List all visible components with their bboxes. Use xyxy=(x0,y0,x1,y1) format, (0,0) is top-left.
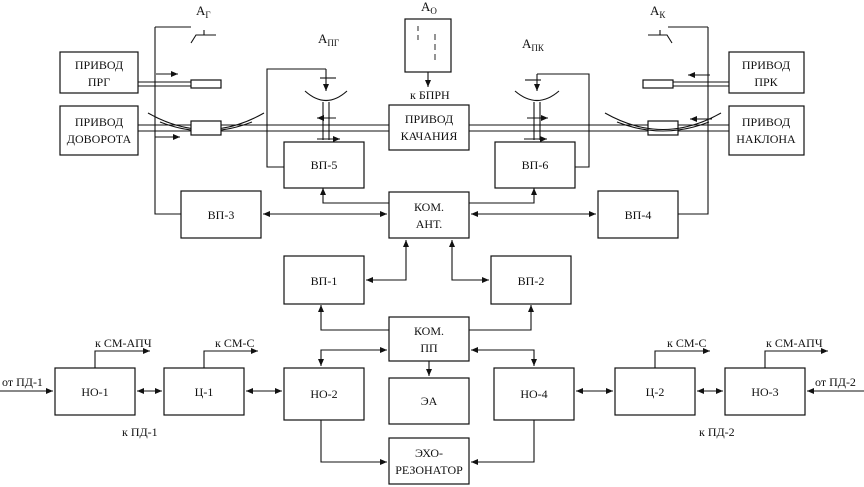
link-vp1-komant xyxy=(366,240,409,283)
antenna-label-ao: АО xyxy=(421,0,437,16)
block-vp2 xyxy=(490,255,572,305)
block-vp5-label: ВП-5 xyxy=(311,158,338,172)
block-c1-label: Ц-1 xyxy=(195,385,214,399)
shaft-dovorota xyxy=(138,120,389,140)
wire-apg-vp5 xyxy=(266,68,326,168)
block-vp2-label: ВП-2 xyxy=(518,274,545,288)
block-no3 xyxy=(724,367,806,416)
block-privod-naklona-line2: НАКЛОНА xyxy=(736,132,796,146)
block-ea xyxy=(388,377,470,425)
dish-right-icon xyxy=(604,112,722,132)
link-komant-vp6 xyxy=(469,188,537,204)
block-vp1-label: ВП-1 xyxy=(311,274,338,288)
link-kompp-vp1 xyxy=(318,305,389,331)
block-vp3 xyxy=(180,190,262,239)
link-no3-sm-apch xyxy=(764,348,828,368)
link-komant-vp5 xyxy=(320,188,389,204)
block-c2-label: Ц-2 xyxy=(646,385,665,399)
label-k-sm-s-left: к СМ-С xyxy=(215,336,255,350)
block-privod-prk xyxy=(728,51,805,94)
block-privod-kachaniya-line2: КАЧАНИЯ xyxy=(401,129,458,143)
wire-ag-vp3 xyxy=(154,27,181,215)
block-vp4 xyxy=(597,190,679,239)
block-exo-line2: РЕЗОНАТОР xyxy=(395,463,463,477)
block-privod-prk-line1: ПРИВОД xyxy=(742,58,790,72)
wire-ak-vp4 xyxy=(678,27,709,215)
link-kompp-no2 xyxy=(318,347,387,366)
block-exo-line1: ЭХО- xyxy=(415,446,443,460)
block-c2 xyxy=(614,367,696,416)
antenna-label-apg: АПГ xyxy=(318,31,339,48)
block-c1 xyxy=(163,367,245,416)
block-kom-pp xyxy=(388,316,470,362)
block-exo-rezonator xyxy=(388,437,470,485)
shaft-prg xyxy=(138,71,222,89)
label-k-sm-apch-left: к СМ-АПЧ xyxy=(95,336,152,350)
antenna-label-ag: АГ xyxy=(196,3,211,20)
link-c1-sm-s xyxy=(203,348,258,368)
block-privod-kachaniya-line1: ПРИВОД xyxy=(405,112,453,126)
block-no2-label: НО-2 xyxy=(310,387,337,401)
block-no1-label: НО-1 xyxy=(81,385,108,399)
link-kompp-no4 xyxy=(471,347,537,366)
label-ot-pd1: от ПД-1 xyxy=(2,375,43,389)
block-kom-ant xyxy=(388,191,470,239)
label-k-bprn: к БПРН xyxy=(410,88,450,102)
block-no2 xyxy=(283,367,365,421)
block-no3-label: НО-3 xyxy=(751,385,778,399)
block-privod-prg-line1: ПРИВОД xyxy=(75,58,123,72)
block-kom-pp-line1: КОМ. xyxy=(414,324,444,338)
block-privod-naklona xyxy=(728,105,805,156)
block-no4-label: НО-4 xyxy=(520,387,547,401)
block-privod-prg-line2: ПРГ xyxy=(88,75,110,89)
block-privod-prk-line2: ПРК xyxy=(754,75,778,89)
block-privod-dovorota xyxy=(59,105,139,156)
block-privod-naklona-line1: ПРИВОД xyxy=(742,115,790,129)
link-c2-sm-s xyxy=(654,348,710,368)
block-no4 xyxy=(493,367,575,421)
antenna-ak-icon xyxy=(648,26,708,44)
wire-apk-vp6 xyxy=(537,73,590,168)
antenna-apk-icon xyxy=(514,74,560,142)
block-vp4-label: ВП-4 xyxy=(625,208,652,222)
block-privod-prg xyxy=(59,51,139,94)
link-vp2-komant xyxy=(449,240,489,283)
antenna-label-ak: АК xyxy=(650,3,666,20)
label-k-pd2: к ПД-2 xyxy=(699,425,735,439)
link-no4-exo xyxy=(471,420,535,465)
link-kompp-vp2 xyxy=(469,305,534,331)
block-privod-dovorota-line2: ДОВОРОТА xyxy=(67,132,132,146)
shaft-prk xyxy=(642,72,729,89)
block-ea-label: ЭА xyxy=(421,394,438,408)
label-k-sm-apch-right: к СМ-АПЧ xyxy=(766,336,823,350)
block-kom-ant-line2: АНТ. xyxy=(416,217,442,231)
block-no1 xyxy=(54,367,136,416)
block-kom-ant-line1: КОМ. xyxy=(414,200,444,214)
antenna-ag-icon xyxy=(155,26,216,44)
block-kom-pp-line2: ПП xyxy=(420,341,438,355)
block-vp1 xyxy=(283,255,365,305)
antenna-label-apk: АПК xyxy=(522,36,545,53)
antenna-apg-icon xyxy=(304,69,348,142)
antenna-ao-icon xyxy=(404,18,452,87)
shaft-naklona xyxy=(469,116,729,136)
block-privod-dovorota-line1: ПРИВОД xyxy=(75,115,123,129)
label-k-sm-s-right: к СМ-С xyxy=(667,336,707,350)
link-no2-exo xyxy=(320,420,387,465)
block-vp6-label: ВП-6 xyxy=(522,158,549,172)
label-k-pd1: к ПД-1 xyxy=(122,425,158,439)
block-privod-kachaniya xyxy=(388,104,470,151)
label-ot-pd2: от ПД-2 xyxy=(815,375,856,389)
block-vp3-label: ВП-3 xyxy=(208,208,235,222)
link-no1-sm-apch xyxy=(94,348,150,368)
